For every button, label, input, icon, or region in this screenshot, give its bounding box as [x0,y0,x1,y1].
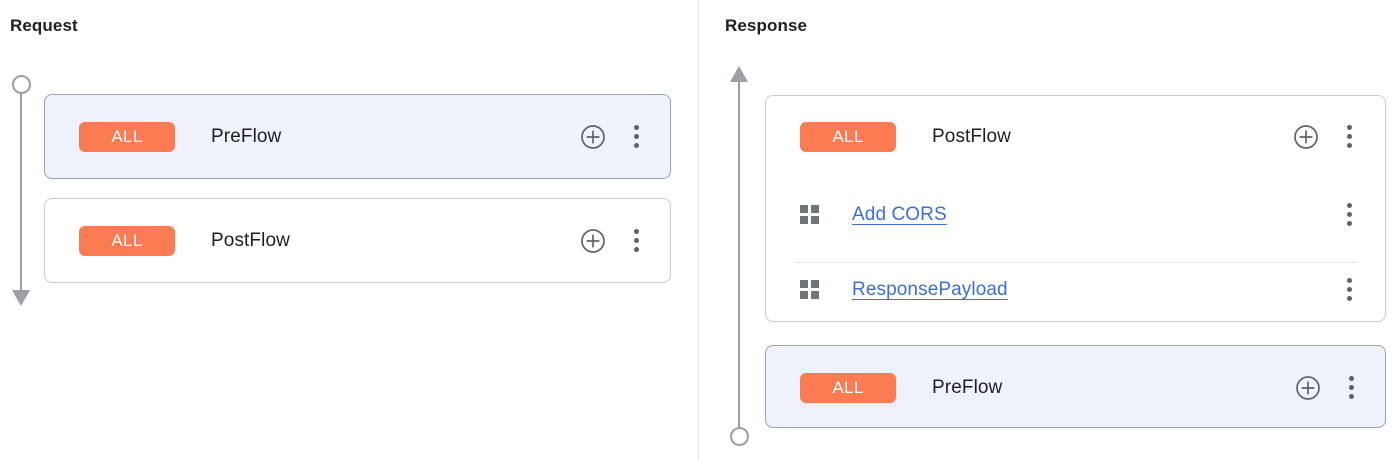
plus-circle-icon[interactable] [1295,375,1321,401]
more-vert-icon[interactable] [1341,375,1361,401]
method-badge: ALL [79,121,175,152]
policy-grid-icon [800,279,820,300]
flow-name-label: PostFlow [211,229,290,251]
flow-row-actions [1293,96,1359,177]
request-panel: Request ALL PreFlow [6,16,671,306]
rail-end-circle-icon [730,427,749,446]
flow-name-label: PreFlow [211,125,282,147]
request-flow-rail [6,74,36,306]
panel-divider [698,0,699,461]
method-badge: ALL [800,372,896,403]
plus-circle-icon[interactable] [580,228,606,254]
flow-row[interactable]: ALL PostFlow [45,199,670,282]
flow-row-actions [580,95,646,178]
more-vert-icon[interactable] [1339,277,1359,303]
flow-row-actions [580,199,646,282]
flow-row[interactable]: ALL PreFlow [766,346,1385,429]
request-panel-title: Request [10,16,78,35]
plus-circle-icon[interactable] [1293,124,1319,150]
flow-card-request-preflow[interactable]: ALL PreFlow [44,94,671,179]
more-vert-icon[interactable] [626,124,646,150]
flow-row-actions [1295,346,1361,429]
response-flow-rail [724,66,754,446]
flow-row[interactable]: ALL PostFlow [766,96,1385,177]
flow-name-label: PostFlow [932,125,1011,147]
rail-arrow-up-icon [730,66,748,82]
policy-row[interactable]: Add CORS [766,177,1385,252]
policy-grid-icon [800,204,820,225]
flow-name-label: PreFlow [932,376,1003,398]
response-panel: Response [699,0,1393,461]
rail-arrow-down-icon [12,290,30,306]
more-vert-icon[interactable] [1339,124,1359,150]
policy-divider [794,262,1357,263]
policy-row-actions [1339,177,1359,252]
policy-row[interactable]: ResponsePayload [766,252,1385,327]
flow-card-response-postflow[interactable]: ALL PostFlow [765,95,1386,322]
flow-card-response-preflow[interactable]: ALL PreFlow [765,345,1386,428]
response-panel-title: Response [725,16,808,35]
policy-link[interactable]: ResponsePayload [852,278,1008,300]
flow-card-request-postflow[interactable]: ALL PostFlow [44,198,671,283]
more-vert-icon[interactable] [626,228,646,254]
more-vert-icon[interactable] [1339,202,1359,228]
rail-start-circle-icon [12,75,31,94]
flow-row[interactable]: ALL PreFlow [45,95,670,178]
policy-link[interactable]: Add CORS [852,203,947,225]
method-badge: ALL [800,121,896,152]
rail-line [738,78,740,436]
method-badge: ALL [79,225,175,256]
policy-row-actions [1339,252,1359,327]
rail-line [20,94,22,294]
plus-circle-icon[interactable] [580,124,606,150]
